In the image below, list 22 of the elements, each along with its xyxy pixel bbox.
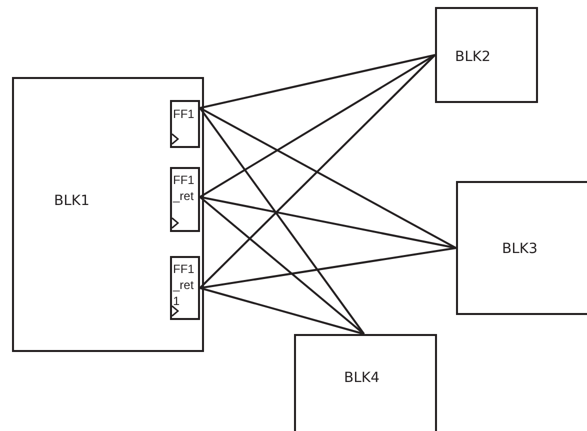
block-label: BLK4 — [344, 370, 380, 386]
connector-line — [200, 196, 456, 249]
connector-line — [200, 54, 436, 109]
block-box — [12, 77, 204, 352]
connector-line — [200, 107, 456, 249]
block-box — [456, 181, 587, 315]
connector-line — [200, 287, 364, 335]
flip-flop-label: FF1 _ret — [173, 172, 196, 204]
flip-flop-label: FF1 _ret 1 — [173, 261, 196, 309]
block-box — [294, 334, 437, 431]
block-box — [435, 7, 538, 103]
flip-flop-box — [170, 256, 200, 320]
connector-line — [199, 196, 365, 335]
connector-line — [199, 107, 365, 335]
flip-flop-box — [170, 167, 200, 232]
flip-flop-box — [170, 100, 200, 148]
block-label: BLK3 — [502, 241, 538, 257]
connector-line — [199, 54, 436, 289]
block-label: BLK1 — [54, 193, 90, 209]
block-label: BLK2 — [455, 49, 492, 65]
flip-flop-label: FF1 — [173, 106, 196, 122]
connector-line — [199, 54, 436, 198]
